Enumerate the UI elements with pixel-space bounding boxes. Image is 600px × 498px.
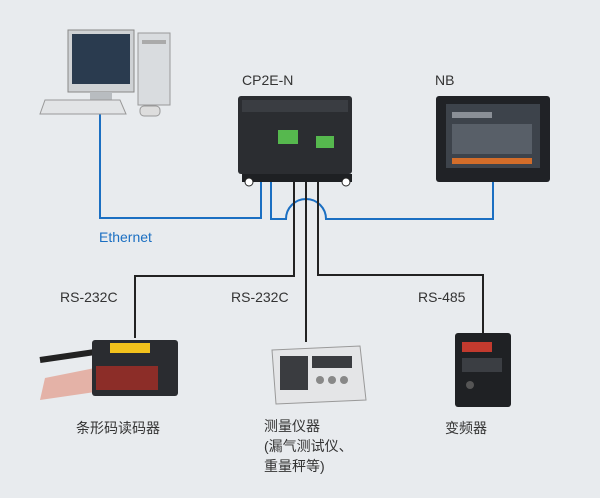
inverter-label: 变频器	[445, 420, 487, 436]
ethernet-line-pc	[99, 112, 262, 219]
plc-controller-icon	[238, 96, 352, 187]
hmi-label: NB	[435, 72, 455, 88]
ethernet-label: Ethernet	[99, 229, 152, 245]
desktop-computer-icon	[39, 29, 171, 117]
instrument-label-line: 重量秤等)	[264, 458, 325, 474]
plc-label: CP2E-N	[242, 72, 294, 88]
instrument-label: 测量仪器 (漏气测试仪、 重量秤等)	[264, 416, 353, 476]
serial-line-barcode	[134, 180, 295, 338]
measuring-instrument-icon	[271, 345, 367, 405]
instrument-label-line: 测量仪器	[264, 418, 320, 434]
inverter-port-label: RS-485	[418, 289, 466, 305]
ethernet-line-hmi	[270, 180, 494, 220]
barcode-label: 条形码读码器	[76, 420, 160, 436]
serial-line-inverter	[317, 180, 484, 335]
barcode-reader-icon	[39, 340, 178, 400]
instrument-port-label: RS-232C	[231, 289, 289, 305]
touch-panel-icon	[436, 96, 550, 182]
instrument-label-line: (漏气测试仪、	[264, 438, 353, 454]
inverter-icon	[455, 333, 511, 407]
barcode-port-label: RS-232C	[60, 289, 118, 305]
